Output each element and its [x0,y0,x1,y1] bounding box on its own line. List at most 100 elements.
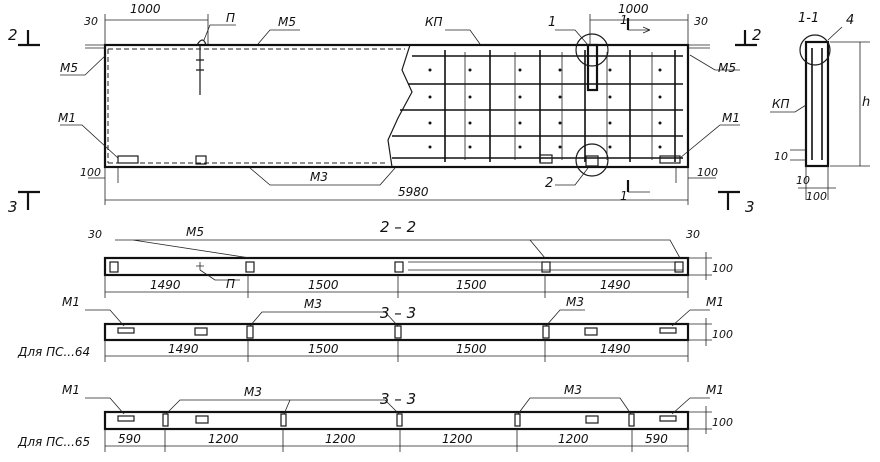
lifting-loop-left [196,45,204,95]
section-3-3-a-span-2: 1500 [308,342,339,356]
plate-m3-a-2 [394,325,402,339]
section-2-2-span-2: 1500 [308,278,339,292]
section-3-3-a-height: 100 [712,328,733,341]
section-3-3-b-span-1: 590 [118,432,141,446]
section-3-3-b-height: 100 [712,416,733,429]
leader-kp-section [770,104,807,113]
section-3-3-a-m3-right: М3 [566,295,584,309]
slab-dashed-edge [107,48,405,164]
section-3-3-a-m1-left: М1 [62,295,80,309]
dim-1000-right-label: 1000 [618,2,649,16]
plate-m1-a-right [659,327,677,334]
section-3-3-a-height-dim [688,318,712,346]
plate-m1-b-right [659,415,677,422]
plate-mid [195,155,207,165]
section-3-3-a-m1-right: М1 [706,295,724,309]
section-1-arrow-top [628,26,651,34]
callout-circle-2 [575,143,609,177]
dim-100-left [88,168,119,205]
leader-m3-b-left [165,399,400,415]
dim-30-left [85,44,105,49]
section-3-3-a-view [85,309,712,362]
section-2-2-dim-30-left: 30 [88,228,102,241]
plate-m3-a-1 [246,325,254,339]
dim-100-section-label: 100 [806,190,827,203]
dim-100-section-line [798,166,836,200]
section-2-2-dim-30-right: 30 [686,228,700,241]
leader-m5-section [115,239,681,259]
section-3-3-b-span-5: 1200 [558,432,589,446]
section-3-label-right: 3 [745,198,755,216]
section-2-mark-left [18,30,40,47]
section-2-2-title: 2 – 2 [380,218,416,236]
section-2-2-height: 100 [712,262,733,275]
plate-m3-b-1 [162,413,169,427]
break-line [387,44,413,168]
section-2-2-span-4: 1490 [600,278,631,292]
dim-10b-label: 10 [796,174,810,187]
label-m3-plan: М3 [310,170,328,184]
plate-m3-b-5 [628,413,635,427]
section-2-2-label-p: П [226,277,235,291]
section-3-3-b-view [85,397,712,452]
callout-1-label: 1 [548,15,556,30]
callout-circle-4 [799,34,831,66]
section-2-2-rebar-lines [408,261,683,271]
leader-callout-2 [555,167,589,186]
plate-m1-right [659,155,681,164]
plate-m1-b-left [117,415,135,422]
section-2-label-left: 2 [8,26,18,44]
rebar-dots [428,68,662,149]
slab-outline [103,43,690,169]
overall-length-label: 5980 [398,185,429,199]
label-m1-left: М1 [58,111,76,125]
dim-100-left-label: 100 [80,166,101,179]
section-2-mark-right [735,30,757,47]
leader-kp [445,29,481,45]
m5-plate-4 [541,261,551,273]
dim-10-label: 10 [774,150,788,163]
plate-a-2 [194,327,208,336]
lifting-loop-right [586,43,599,92]
leader-callout-1 [555,29,589,46]
label-kp-section: КП [772,97,790,111]
callout-2-label: 2 [545,176,553,191]
section-3-mark-right [718,190,740,210]
leader-m3-a-right [545,309,585,327]
callout-circle-1 [575,33,609,67]
section-2-2-span-1: 1490 [150,278,181,292]
leader-4 [827,26,843,41]
section-1-1-outline [804,40,830,168]
label-m5-left: М5 [60,61,78,75]
label-m1-right: М1 [722,111,740,125]
plan-view [18,14,757,210]
leader-m1-a-left [85,309,125,327]
section-2-label-right: 2 [752,26,762,44]
leader-m3-a-left [249,311,399,327]
plate-m1-left [117,155,139,164]
section-2-2-view [103,239,712,298]
plate-m3-a-3 [542,325,550,339]
section-1-label-top: 1 [620,13,628,27]
section-3-3-b-height-dim [688,406,712,434]
section-3-label-left: 3 [8,198,18,216]
plate-b-6 [585,415,599,424]
leader-m1-b-left [85,397,125,415]
section-2-2-height-dim [688,252,712,280]
m5-plate-5 [674,261,684,273]
plate-b-2 [195,415,209,424]
dim-1000-left-label: 1000 [130,2,161,16]
section-1-1-rebar [811,48,823,160]
dim-100-right [675,168,716,205]
dim-line-1000-left [104,14,209,45]
section-3-3-b-m3-right: М3 [564,383,582,397]
dim-10-lines [790,149,806,161]
m5-plate-2 [245,261,255,273]
label-m5-right: М5 [718,61,736,75]
leader-m5-right [689,54,740,71]
dim-100-right-label: 100 [697,166,718,179]
section-1-label-bottom: 1 [620,189,628,203]
section-2-2-dim-line [104,275,689,298]
leader-p [203,24,236,41]
